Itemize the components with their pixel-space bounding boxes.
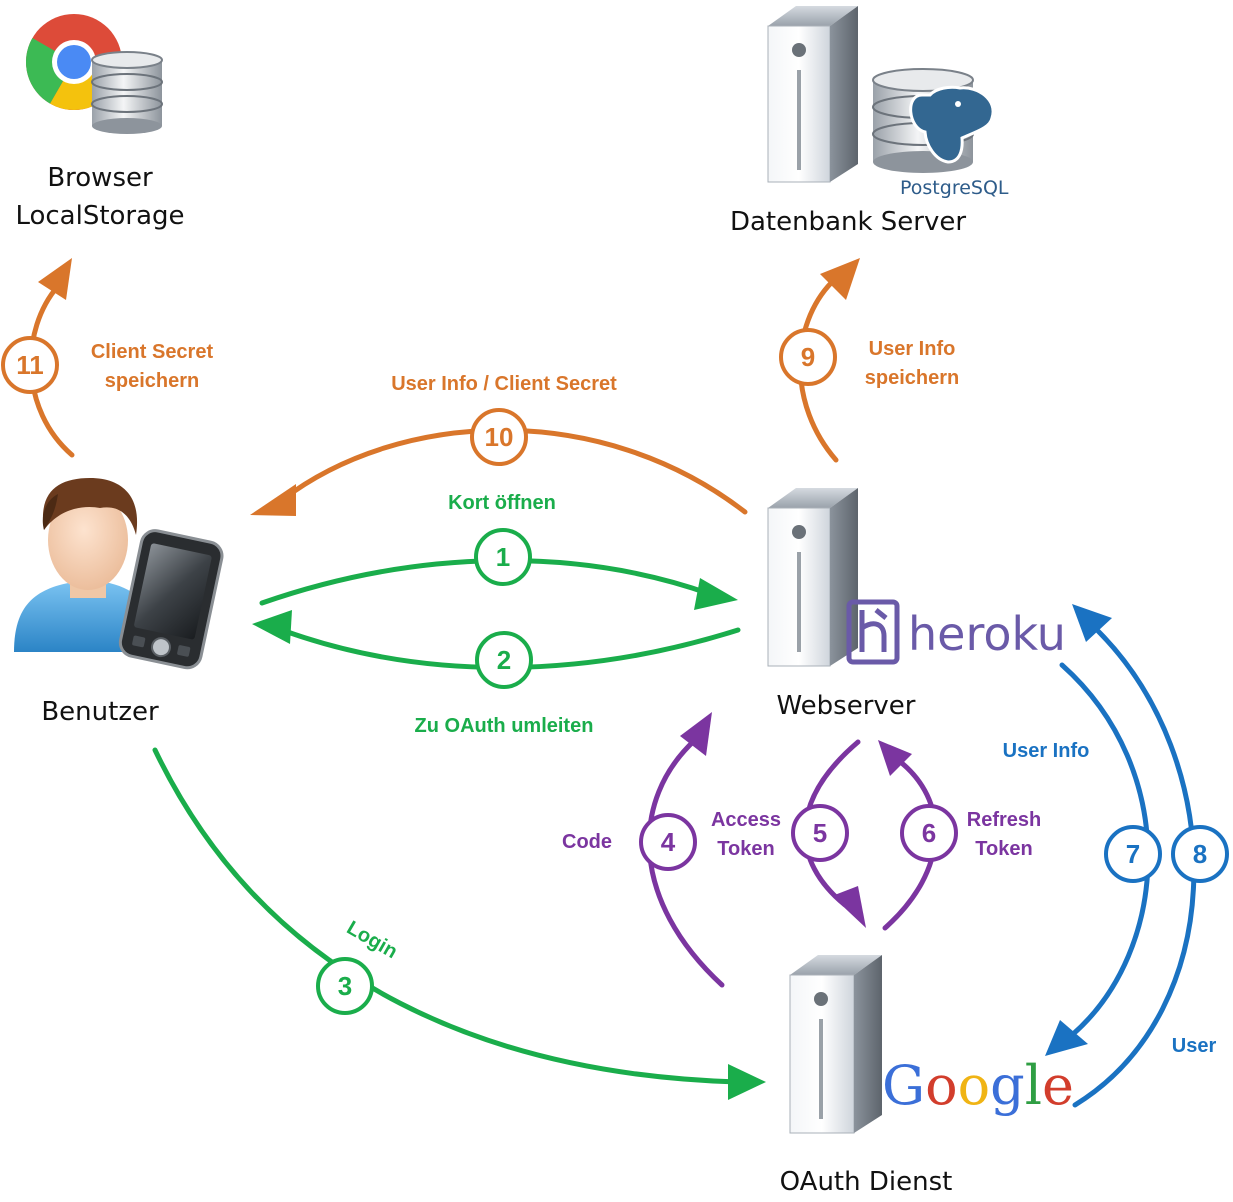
postgresql-brand: PostgreSQL	[900, 177, 1009, 199]
user-smartphone-icon	[14, 478, 224, 670]
google-brand-e: e	[1042, 1054, 1074, 1117]
step-9-label-line2: speichern	[865, 367, 959, 389]
browser-label-line1: Browser	[47, 163, 153, 193]
google-brand-g: G	[882, 1054, 925, 1117]
arrowhead-9	[820, 258, 860, 300]
step-number: 8	[1193, 839, 1207, 869]
google-brand-g2: g	[990, 1054, 1025, 1117]
step-6-label-line1: Refresh	[967, 809, 1041, 831]
arrowhead-5	[832, 886, 866, 928]
step-badge-5: 5	[791, 804, 849, 862]
step-5-label-line1: Access	[711, 809, 781, 831]
step-4-label: Code	[562, 831, 612, 853]
step-number: 5	[813, 818, 827, 848]
step-9-label-line1: User Info	[869, 338, 956, 360]
arrowhead-2	[252, 610, 292, 644]
step-badge-2: 2	[475, 631, 533, 689]
arrowhead-11	[38, 258, 72, 300]
step-6-label-line2: Token	[975, 838, 1032, 860]
step-10-label: User Info / Client Secret	[391, 373, 617, 395]
arrowhead-10	[250, 484, 296, 516]
arrowhead-1	[694, 578, 738, 610]
google-brand-o2: o	[958, 1054, 991, 1117]
user-label: Benutzer	[41, 697, 159, 727]
heroku-logo-icon	[846, 599, 900, 665]
heroku-server-icon: heroku	[767, 488, 1066, 667]
step-badge-3: 3	[316, 957, 374, 1015]
step-number: 4	[661, 827, 676, 857]
step-3-label: Login	[343, 917, 401, 963]
arrowhead-4	[680, 712, 712, 756]
step-number: 9	[801, 342, 815, 372]
arrow-3	[152, 747, 741, 1085]
postgresql-elephant-icon	[909, 85, 995, 164]
google-server-icon: Google	[789, 955, 1074, 1134]
heroku-brand: heroku	[908, 607, 1066, 661]
webserver-label: Webserver	[777, 691, 916, 721]
step-7-label: User Info	[1003, 740, 1090, 762]
arrowhead-8	[1072, 604, 1112, 642]
step-number: 2	[497, 645, 511, 675]
chrome-database-icon	[25, 14, 163, 134]
step-badge-6: 6	[900, 804, 958, 862]
arrowhead-6	[878, 740, 912, 776]
step-1-label: Kort öffnen	[448, 492, 556, 514]
postgresql-server-icon: PostgreSQL	[767, 6, 1009, 199]
step-number: 3	[338, 971, 352, 1001]
step-number: 7	[1126, 839, 1140, 869]
step-badge-11: 11	[1, 336, 59, 394]
google-brand-l: l	[1025, 1054, 1042, 1117]
arrowhead-7	[1045, 1020, 1088, 1056]
step-badge-1: 1	[474, 528, 532, 586]
google-brand-o1: o	[925, 1054, 958, 1117]
step-number: 11	[16, 350, 44, 380]
step-11-label-line1: Client Secret	[91, 341, 214, 363]
step-badge-9: 9	[779, 328, 837, 386]
step-number: 6	[922, 818, 936, 848]
step-badge-8: 8	[1171, 825, 1229, 883]
step-8-label: User	[1172, 1035, 1217, 1057]
oauth-label: OAuth Dienst	[780, 1167, 953, 1197]
google-brand: Google	[882, 1054, 1074, 1117]
step-2-label: Zu OAuth umleiten	[415, 715, 594, 737]
step-11-label-line2: speichern	[105, 370, 199, 392]
step-5-label-line2: Token	[717, 838, 774, 860]
database-label: Datenbank Server	[730, 207, 966, 237]
step-number: 1	[496, 542, 510, 572]
step-badge-4: 4	[639, 813, 697, 871]
step-badge-7: 7	[1104, 825, 1162, 883]
browser-label-line2: LocalStorage	[15, 201, 184, 231]
arrowhead-3	[728, 1064, 766, 1100]
step-badge-10: 10	[470, 408, 528, 466]
step-number: 10	[485, 422, 514, 452]
